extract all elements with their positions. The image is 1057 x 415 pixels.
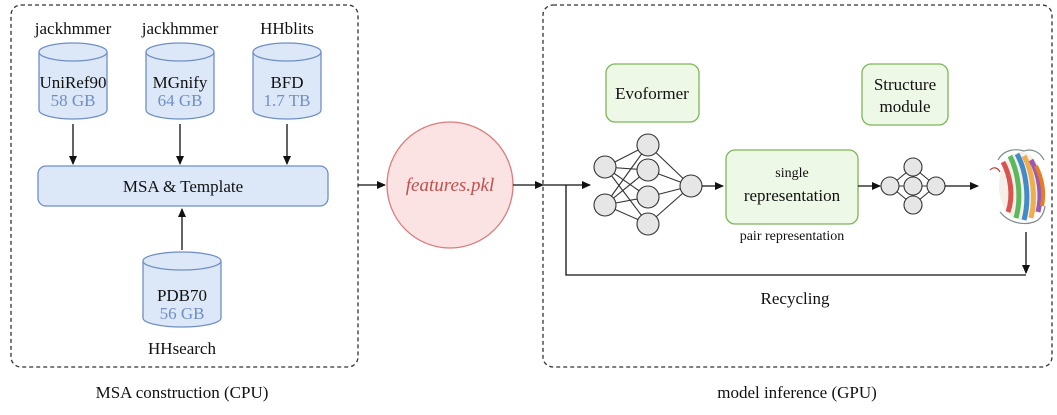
mgnify-size: 64 GB [158,91,203,110]
mgnify-name: MGnify [153,73,208,92]
features-pkl-label: features.pkl [406,175,494,196]
single-representation-line1: single [775,166,808,181]
pair-representation-label: pair representation [740,229,845,244]
model-inference-title: model inference (GPU) [717,383,877,402]
recycling-loop-line [565,185,1026,276]
protein-structure-image [989,149,1046,225]
evoformer-network-icon [593,133,703,236]
msa-construction-panel [10,4,359,368]
uniref90-database-icon: UniRef90 58 GB [38,42,108,120]
pdb70-name: PDB70 [157,286,207,305]
single-representation-line2: representation [744,186,841,205]
recycling-label: Recycling [761,289,830,308]
tool-label-jackhmmer-1: jackhmmer [34,19,112,38]
evoformer-label: Evoformer [615,84,689,103]
single-representation-box [725,149,859,225]
bfd-database-icon: BFD 1.7 TB [252,42,322,120]
tool-label-hhsearch: HHsearch [148,339,216,358]
structure-module-label-line1: Structure [874,75,936,94]
evoformer-box [605,63,700,123]
msa-template-box [37,165,329,207]
pdb70-database-icon: PDB70 56 GB [142,251,222,328]
model-inference-panel [542,4,1053,368]
msa-construction-title: MSA construction (CPU) [96,383,269,402]
bfd-size: 1.7 TB [264,91,311,110]
uniref90-size: 58 GB [51,91,96,110]
structure-module-box [861,63,949,126]
uniref90-name: UniRef90 [39,73,106,92]
structure-module-label-line2: module [880,97,931,116]
msa-template-label: MSA & Template [123,177,243,196]
mgnify-database-icon: MGnify 64 GB [145,42,215,120]
tool-label-hhblits: HHblits [260,19,314,38]
tool-label-jackhmmer-2: jackhmmer [141,19,219,38]
bfd-name: BFD [270,73,303,92]
pdb70-size: 56 GB [160,304,205,323]
structure-network-icon [880,157,946,215]
